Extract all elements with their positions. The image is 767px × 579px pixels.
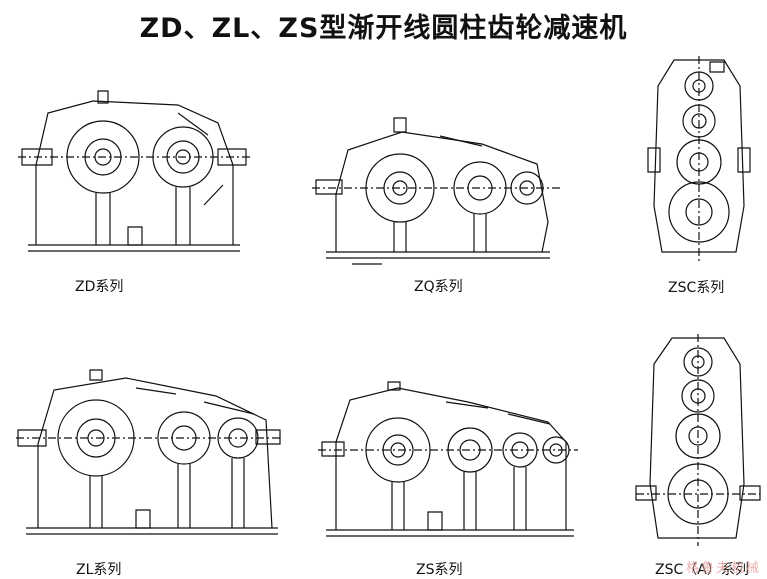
zsca-reducer-drawing [636,334,760,546]
zsca-caption: ZSC（A）系列 [655,562,749,578]
zsc-reducer-drawing [644,56,754,264]
page-title: ZD、ZL、ZS型渐开线圆柱齿轮减速机 [139,13,628,44]
zl-reducer-drawing [16,370,281,540]
zs-reducer-drawing [318,382,578,540]
zd-caption: ZD系列 [75,279,124,295]
zd-reducer-drawing [18,85,253,255]
zq-reducer-drawing [312,112,560,270]
zq-caption: ZQ系列 [414,279,463,295]
zs-caption: ZS系列 [416,562,463,578]
zl-caption: ZL系列 [76,562,122,578]
zsc-caption: ZSC系列 [668,280,725,296]
watermark: 格鲁夫机械 [685,561,761,576]
